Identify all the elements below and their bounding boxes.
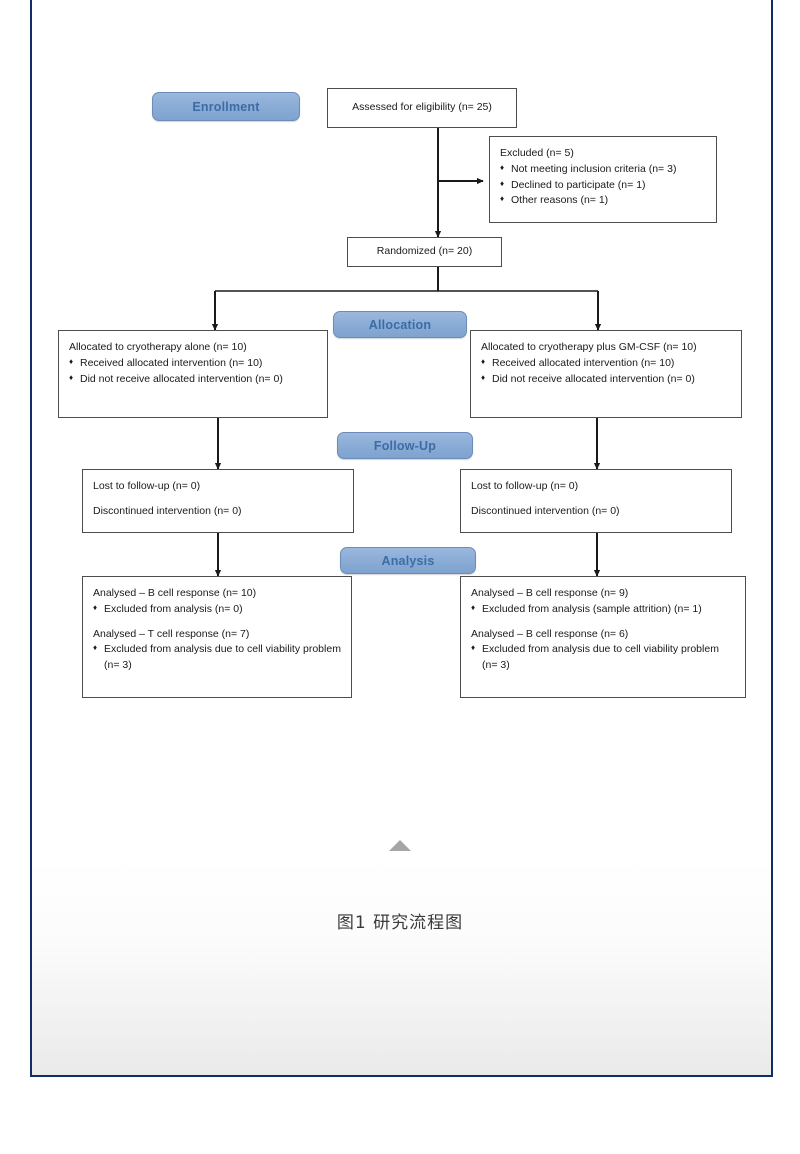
- node-excluded: Excluded (n= 5) Not meeting inclusion cr…: [489, 136, 717, 223]
- node-followup-left-lost: Lost to follow-up (n= 0): [93, 480, 201, 492]
- triangle-up-icon[interactable]: [389, 840, 411, 851]
- stage-label-allocation: Allocation: [333, 311, 467, 338]
- node-assessed-text: Assessed for eligibility (n= 25): [352, 101, 492, 114]
- stage-label-analysis: Analysis: [340, 547, 476, 574]
- node-allocation-left-title: Allocated to cryotherapy alone (n= 10): [69, 341, 247, 353]
- node-followup-right-discontinued: Discontinued intervention (n= 0): [471, 504, 620, 517]
- node-assessed-for-eligibility: Assessed for eligibility (n= 25): [327, 88, 517, 128]
- spacer: [93, 495, 343, 504]
- node-randomized: Randomized (n= 20): [347, 237, 502, 267]
- stage-label-analysis-text: Analysis: [381, 553, 435, 568]
- node-analysis-right-bullet-1: Excluded from analysis (sample attrition…: [471, 602, 735, 618]
- node-allocation-right-title: Allocated to cryotherapy plus GM-CSF (n=…: [481, 341, 697, 353]
- stage-label-enrollment-text: Enrollment: [192, 99, 260, 114]
- node-allocation-left-bullet-2: Did not receive allocated intervention (…: [69, 372, 317, 388]
- node-followup-left-discontinued: Discontinued intervention (n= 0): [93, 504, 242, 517]
- node-randomized-text: Randomized (n= 20): [376, 245, 473, 258]
- node-allocation-left: Allocated to cryotherapy alone (n= 10) R…: [58, 330, 328, 418]
- stage-label-followup-text: Follow-Up: [373, 438, 437, 453]
- node-analysis-left-bullet-2: Excluded from analysis due to cell viabi…: [93, 642, 341, 674]
- stage-label-followup: Follow-Up: [337, 432, 473, 459]
- node-allocation-right: Allocated to cryotherapy plus GM-CSF (n=…: [470, 330, 742, 418]
- node-excluded-bullet-1: Not meeting inclusion criteria (n= 3): [500, 162, 706, 178]
- node-excluded-bullet-3: Other reasons (n= 1): [500, 193, 706, 209]
- node-excluded-title: Excluded (n= 5): [500, 147, 574, 159]
- node-analysis-right-title-2: Analysed – B cell response (n= 6): [471, 627, 629, 640]
- node-analysis-left: Analysed – B cell response (n= 10) Exclu…: [82, 576, 352, 698]
- spacer: [471, 618, 735, 627]
- node-analysis-right: Analysed – B cell response (n= 9) Exclud…: [460, 576, 746, 698]
- stage-label-allocation-text: Allocation: [368, 317, 432, 332]
- node-analysis-right-bullet-2: Excluded from analysis due to cell viabi…: [471, 642, 735, 674]
- node-followup-left: Lost to follow-up (n= 0) Discontinued in…: [82, 469, 354, 533]
- node-allocation-right-bullet-2: Did not receive allocated intervention (…: [481, 372, 731, 388]
- figure-caption: 图1 研究流程图: [336, 913, 464, 933]
- node-analysis-left-bullet-1: Excluded from analysis (n= 0): [93, 602, 341, 618]
- node-analysis-right-title-1: Analysed – B cell response (n= 9): [471, 587, 629, 599]
- node-followup-right: Lost to follow-up (n= 0) Discontinued in…: [460, 469, 732, 533]
- spacer: [471, 495, 721, 504]
- node-followup-right-lost: Lost to follow-up (n= 0): [471, 480, 579, 492]
- node-analysis-left-title-1: Analysed – B cell response (n= 10): [93, 587, 257, 599]
- node-analysis-left-title-2: Analysed – T cell response (n= 7): [93, 627, 250, 640]
- node-allocation-left-bullet-1: Received allocated intervention (n= 10): [69, 356, 317, 372]
- node-allocation-right-bullet-1: Received allocated intervention (n= 10): [481, 356, 731, 372]
- node-excluded-bullet-2: Declined to participate (n= 1): [500, 178, 706, 194]
- stage-label-enrollment: Enrollment: [152, 92, 300, 121]
- spacer: [93, 618, 341, 627]
